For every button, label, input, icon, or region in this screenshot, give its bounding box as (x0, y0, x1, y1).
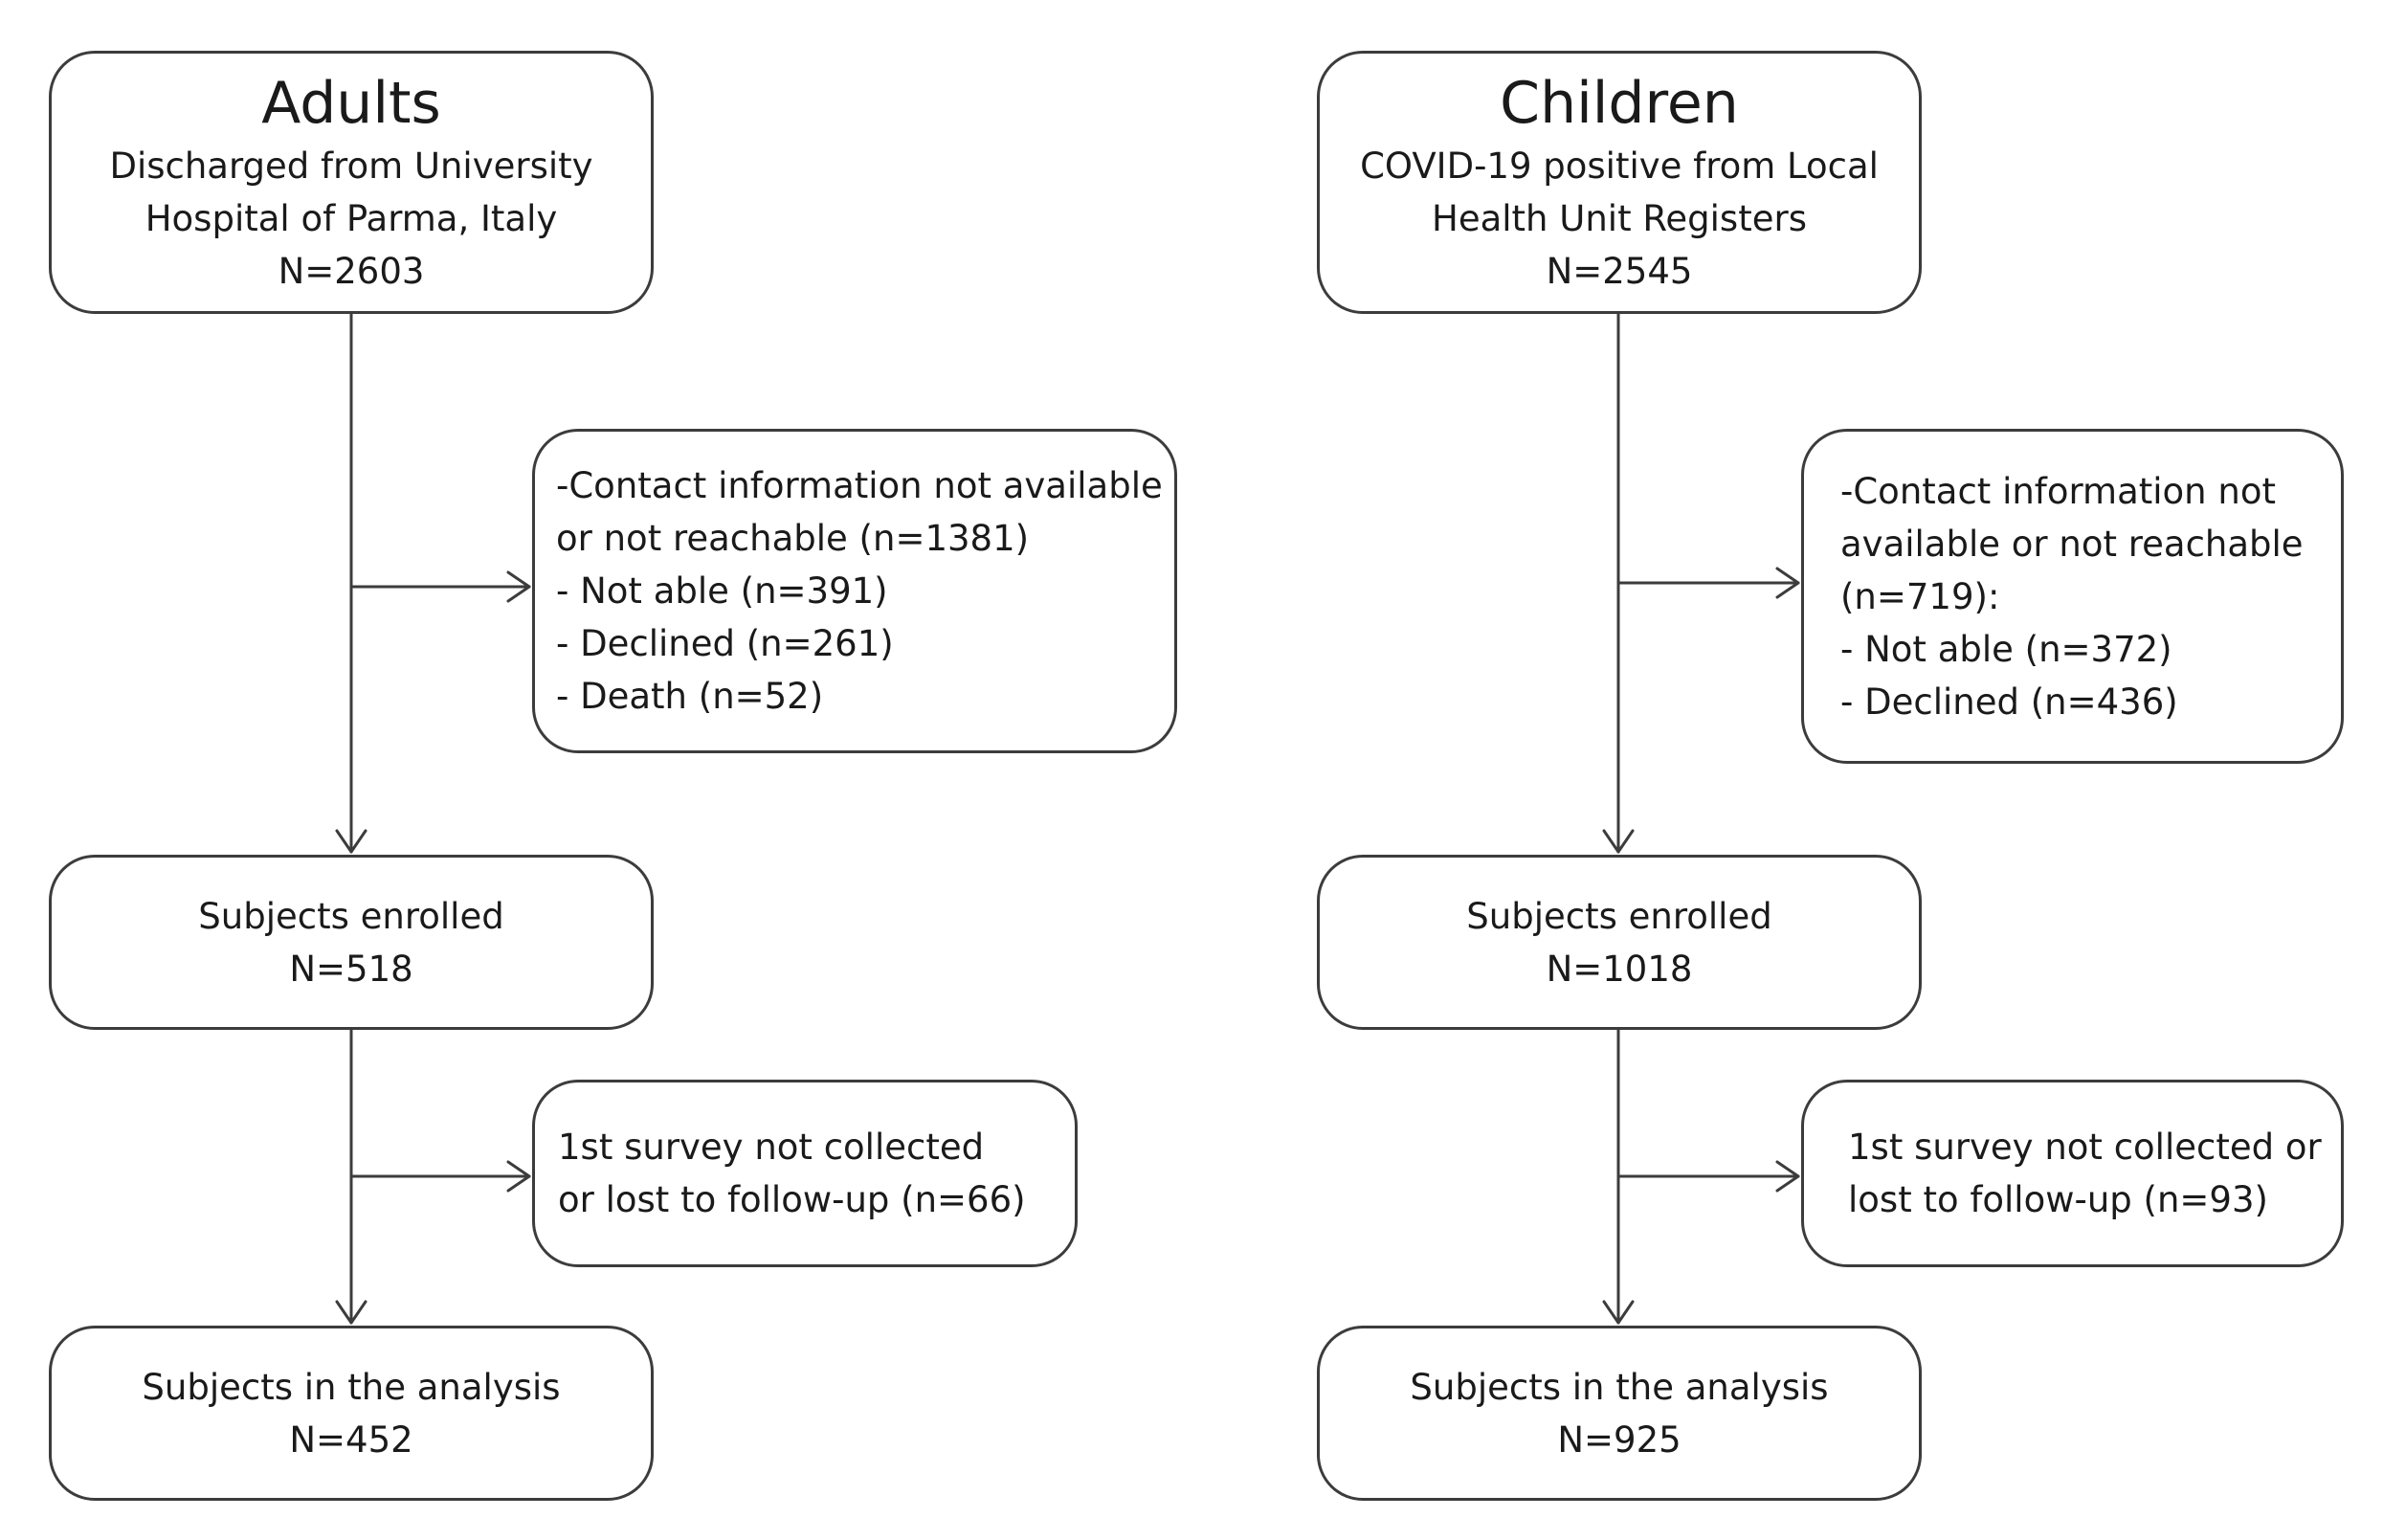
adults-analysis-box: Subjects in the analysis N=452 (49, 1326, 654, 1501)
adults-exclusion-line-3: - Not able (n=391) (556, 570, 888, 612)
adults-exclusions-box: -Contact information not available or no… (532, 429, 1177, 753)
adults-analysis-label: Subjects in the analysis (142, 1366, 561, 1408)
adults-arrowhead-analysis (335, 1300, 367, 1325)
adults-enrolled-count: N=518 (289, 948, 413, 990)
adults-arrowhead-enrolled (335, 829, 367, 854)
children-analysis-count: N=925 (1557, 1418, 1681, 1461)
children-arrowhead-enrolled (1602, 829, 1635, 854)
adults-lost-box: 1st survey not collected or lost to foll… (532, 1080, 1078, 1267)
children-analysis-box: Subjects in the analysis N=925 (1317, 1326, 1922, 1501)
children-exclusion-line-5: - Declined (n=436) (1840, 681, 2178, 723)
children-exclusion-line-3: (n=719): (1840, 575, 2000, 617)
children-source-box: Children COVID-19 positive from Local He… (1317, 51, 1922, 314)
adults-arrowhead-lost (506, 1160, 531, 1193)
children-arrowhead-analysis (1602, 1300, 1635, 1325)
children-analysis-label: Subjects in the analysis (1410, 1366, 1829, 1408)
children-lost-line-2: lost to follow-up (n=93) (1848, 1179, 2268, 1220)
children-lost-line-1: 1st survey not collected or (1848, 1127, 2322, 1168)
adults-arrowhead-exclusions (506, 570, 531, 603)
children-enrolled-label: Subjects enrolled (1466, 895, 1772, 937)
adults-exclusion-line-2: or not reachable (n=1381) (556, 518, 1030, 559)
children-arrowhead-lost (1775, 1160, 1800, 1193)
children-source-line-2: Health Unit Registers (1432, 198, 1807, 239)
adults-source-count: N=2603 (278, 251, 425, 292)
children-exclusions-box: -Contact information not available or no… (1801, 429, 2344, 764)
adults-source-line-1: Discharged from University (109, 145, 593, 187)
adults-source-box: Adults Discharged from University Hospit… (49, 51, 654, 314)
children-heading: Children (1500, 70, 1739, 137)
children-exclusion-line-2: available or not reachable (1840, 523, 2304, 565)
children-exclusion-line-1: -Contact information not (1840, 470, 2276, 512)
adults-lost-line-2: or lost to follow-up (n=66) (558, 1179, 1026, 1220)
children-source-count: N=2545 (1546, 251, 1693, 292)
children-lost-box: 1st survey not collected or lost to foll… (1801, 1080, 2344, 1267)
adults-analysis-count: N=452 (289, 1418, 413, 1461)
adults-lost-line-1: 1st survey not collected (558, 1127, 985, 1168)
adults-source-line-2: Hospital of Parma, Italy (145, 198, 558, 239)
children-exclusion-line-4: - Not able (n=372) (1840, 628, 2172, 670)
adults-enrolled-label: Subjects enrolled (198, 895, 504, 937)
children-enrolled-count: N=1018 (1546, 948, 1693, 990)
children-arrowhead-exclusions (1775, 567, 1800, 599)
children-enrolled-box: Subjects enrolled N=1018 (1317, 855, 1922, 1030)
adults-exclusion-line-5: - Death (n=52) (556, 676, 824, 717)
adults-heading: Adults (261, 70, 441, 137)
adults-exclusion-line-1: -Contact information not available (556, 465, 1163, 506)
adults-enrolled-box: Subjects enrolled N=518 (49, 855, 654, 1030)
adults-exclusion-line-4: - Declined (n=261) (556, 623, 894, 664)
children-source-line-1: COVID-19 positive from Local (1360, 145, 1879, 187)
